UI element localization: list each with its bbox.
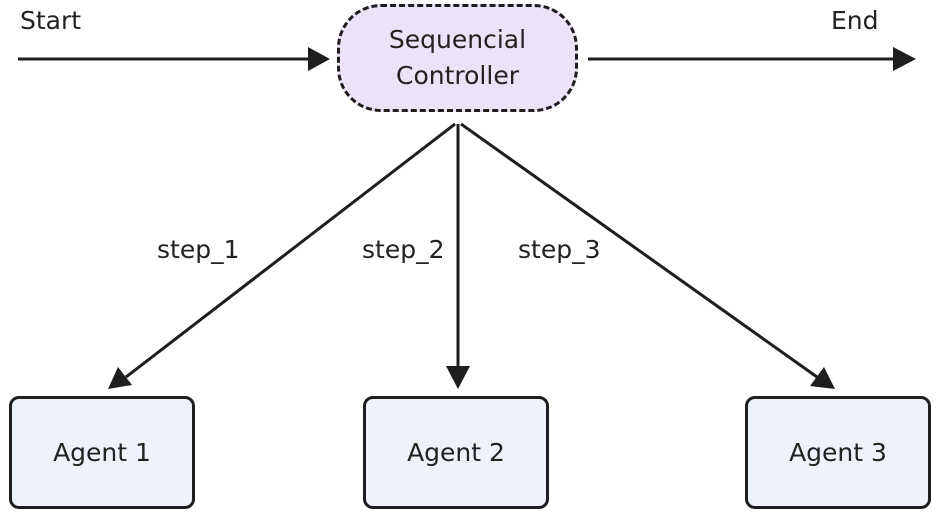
step-2-label: step_2 (362, 235, 445, 264)
step-1-label: step_1 (157, 235, 240, 264)
step-2-arrow (446, 124, 470, 389)
step-3-label: step_3 (518, 235, 601, 264)
step-1-arrow (108, 122, 456, 389)
controller-label-line-2: Controller (396, 61, 519, 90)
step-3-arrow (460, 122, 835, 389)
agent-2-label: Agent 2 (407, 438, 505, 467)
agent-1-node: Agent 1 (9, 396, 195, 509)
start-label: Start (20, 6, 82, 35)
agent-3-label: Agent 3 (789, 438, 887, 467)
agent-1-label: Agent 1 (53, 438, 151, 467)
sequencial-controller-node: Sequencial Controller (337, 4, 578, 112)
agent-2-node: Agent 2 (363, 396, 549, 509)
controller-label-line-1: Sequencial (388, 24, 527, 54)
agent-3-node: Agent 3 (745, 396, 931, 509)
end-label: End (831, 6, 879, 35)
end-arrow (588, 47, 916, 71)
start-arrow (18, 47, 330, 71)
